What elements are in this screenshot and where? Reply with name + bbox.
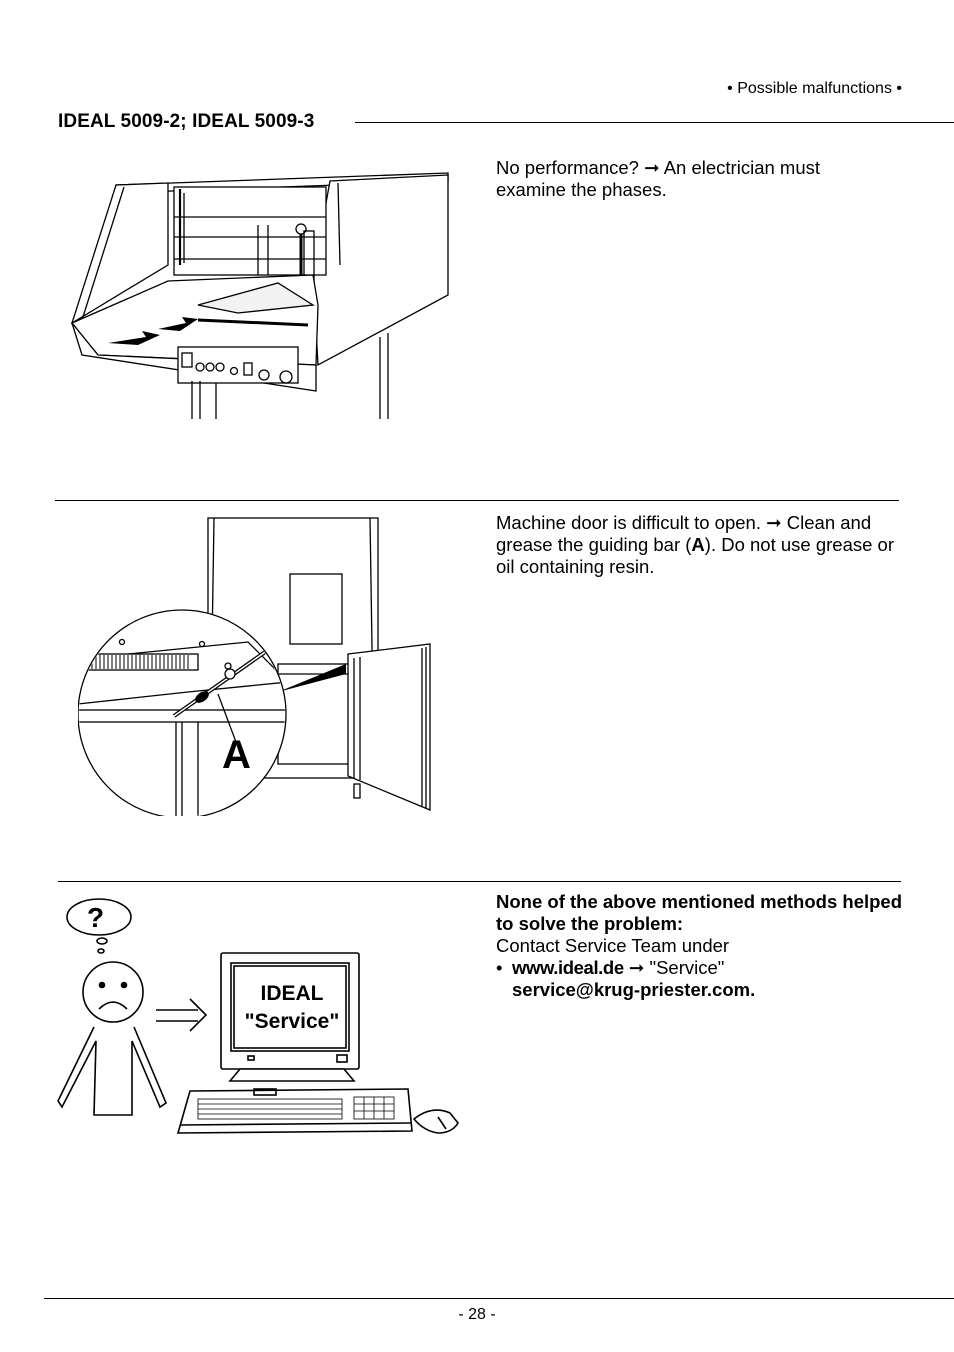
page-number: - 28 - (458, 1306, 496, 1323)
illustration-machine-door: A (78, 517, 431, 816)
website-target: "Service" (644, 957, 725, 978)
screen-line-2: "Service" (244, 1010, 340, 1033)
section-divider (58, 881, 901, 882)
monitor-screen-text: IDEAL "Service" (234, 980, 350, 1036)
contact-item: • www.ideal.de ➞ "Service" service@krug-… (496, 957, 906, 1001)
footer-rule (44, 1298, 954, 1299)
section2-label-a: A (691, 534, 705, 555)
website-link[interactable]: www.ideal.de (512, 957, 624, 978)
section2-text-b: Clean and grease the guiding bar ( (496, 512, 872, 555)
illustration-contact-service: ? (57, 898, 459, 1134)
illustration-cutter-machine (70, 172, 449, 419)
bullet-icon: • (496, 957, 503, 978)
section2-text: Machine door is difficult to open. ➞ Cle… (496, 512, 908, 578)
screen-line-1: IDEAL (260, 982, 324, 1005)
section-title: • Possible malfunctions • (727, 80, 902, 97)
section1-text-b: An electrician must examine the phases. (496, 157, 820, 200)
arrow-icon: ➞ (766, 512, 782, 533)
section1-text: No performance? ➞ An electrician must ex… (496, 157, 866, 201)
section-divider (55, 500, 899, 501)
contact-list: • www.ideal.de ➞ "Service" service@krug-… (496, 957, 906, 1001)
section3-heading: None of the above mentioned methods help… (496, 891, 903, 934)
section1-text-a: No performance? (496, 157, 645, 178)
section3-intro: Contact Service Team under (496, 935, 730, 956)
model-title: IDEAL 5009-2; IDEAL 5009-3 (58, 111, 315, 132)
header-rule (355, 122, 954, 123)
question-mark-icon: ? (87, 902, 104, 933)
arrow-icon: ➞ (644, 157, 660, 178)
section2-text-a: Machine door is difficult to open. (496, 512, 767, 533)
email-link[interactable]: service@krug-priester.com. (512, 979, 756, 1000)
arrow-icon: ➞ (628, 957, 645, 978)
section2-text-c: ). Do not use grease or oil containing r… (496, 534, 894, 577)
callout-label-a: A (222, 733, 251, 777)
section3-text: None of the above mentioned methods help… (496, 891, 906, 1001)
